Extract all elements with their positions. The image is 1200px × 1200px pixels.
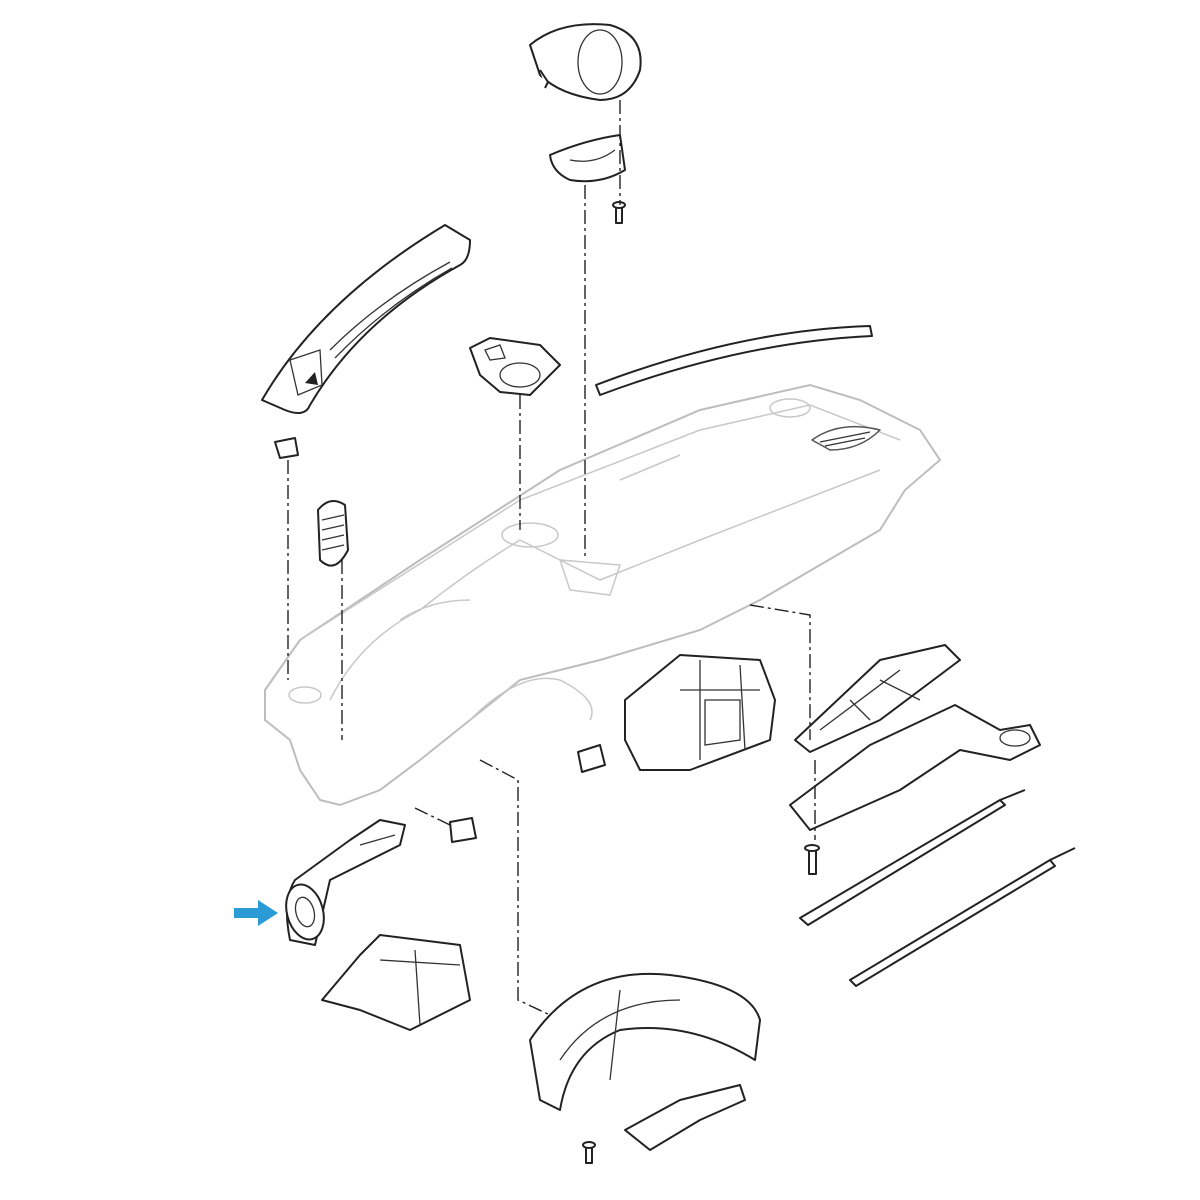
leader-line-knob [414, 807, 451, 826]
screw-bottom [582, 1141, 596, 1164]
glovebox-knob [449, 817, 477, 843]
right-duct-assembly [789, 704, 1041, 831]
clip-left [274, 437, 299, 459]
left-side-air-vent-duct [285, 819, 406, 946]
right-support-bracket [794, 644, 961, 753]
highlight-arrow-icon [234, 900, 278, 926]
dashboard-right-vent [811, 425, 881, 451]
leader-line-hood [584, 100, 621, 560]
center-knob [577, 744, 606, 773]
screw-top [612, 201, 626, 224]
hood-bracket [549, 134, 626, 183]
left-side-vent [317, 500, 349, 567]
speaker-grille [469, 337, 561, 396]
leader-line-cluster [479, 759, 551, 1016]
trim-rods [799, 789, 1076, 987]
instrument-cluster-hood [529, 23, 642, 101]
instrument-cluster-surround [529, 972, 761, 1111]
lower-bracket [624, 1084, 746, 1151]
leader-line-right [749, 604, 816, 840]
center-vent-assembly [624, 654, 776, 771]
lower-vent-housing [321, 934, 471, 1031]
screw-right [804, 844, 820, 875]
defroster-trim-panel [261, 224, 471, 415]
dashboard-panel [264, 383, 942, 807]
top-trim-strip [595, 325, 873, 396]
